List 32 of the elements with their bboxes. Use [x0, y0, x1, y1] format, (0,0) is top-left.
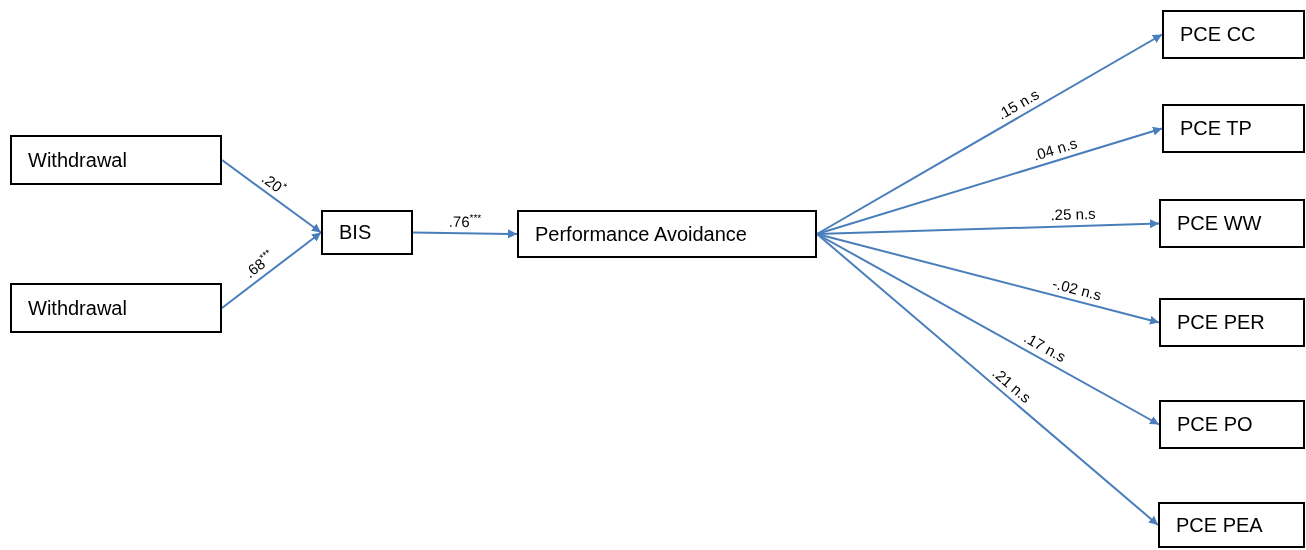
edge-label: .17 n.s	[1021, 329, 1069, 365]
variable-label: PCE PEA	[1175, 513, 1263, 537]
arrow	[221, 231, 322, 309]
arrow	[221, 159, 322, 234]
variable-label: Withdrawal	[27, 296, 127, 320]
variable-label: PCE PO	[1176, 413, 1253, 436]
variable-label: BIS	[338, 221, 372, 244]
arrow	[816, 33, 1163, 235]
variable-box	[10, 283, 222, 333]
variable-box	[1162, 10, 1305, 59]
variable-box	[1159, 400, 1305, 449]
variable-label: Performance Avoidance	[534, 222, 747, 246]
edge-label: .15 n.s	[994, 86, 1042, 122]
edge-label: .25 n.s	[1050, 205, 1096, 223]
variable-box	[321, 210, 413, 255]
variable-label: Withdrawal	[27, 148, 127, 172]
edge-label: -.02 n.s	[1050, 275, 1103, 303]
variable-box	[1159, 298, 1305, 347]
edge-label: .76$^{***}$	[448, 213, 482, 230]
variable-label: PCE TP	[1179, 117, 1252, 140]
variable-label: PCE PER	[1176, 311, 1265, 334]
variable-box	[1158, 502, 1305, 548]
edge-label: .04 n.s	[1031, 134, 1079, 163]
variable-box	[1162, 104, 1305, 153]
variable-box	[1159, 199, 1305, 248]
variable-box	[10, 135, 222, 185]
arrow	[412, 229, 518, 239]
variable-label: PCE CC	[1179, 23, 1256, 46]
edge-label: .21 n.s	[990, 364, 1035, 406]
variable-box	[517, 210, 817, 258]
arrow	[816, 233, 1159, 526]
variable-label: PCE WW	[1176, 212, 1262, 235]
